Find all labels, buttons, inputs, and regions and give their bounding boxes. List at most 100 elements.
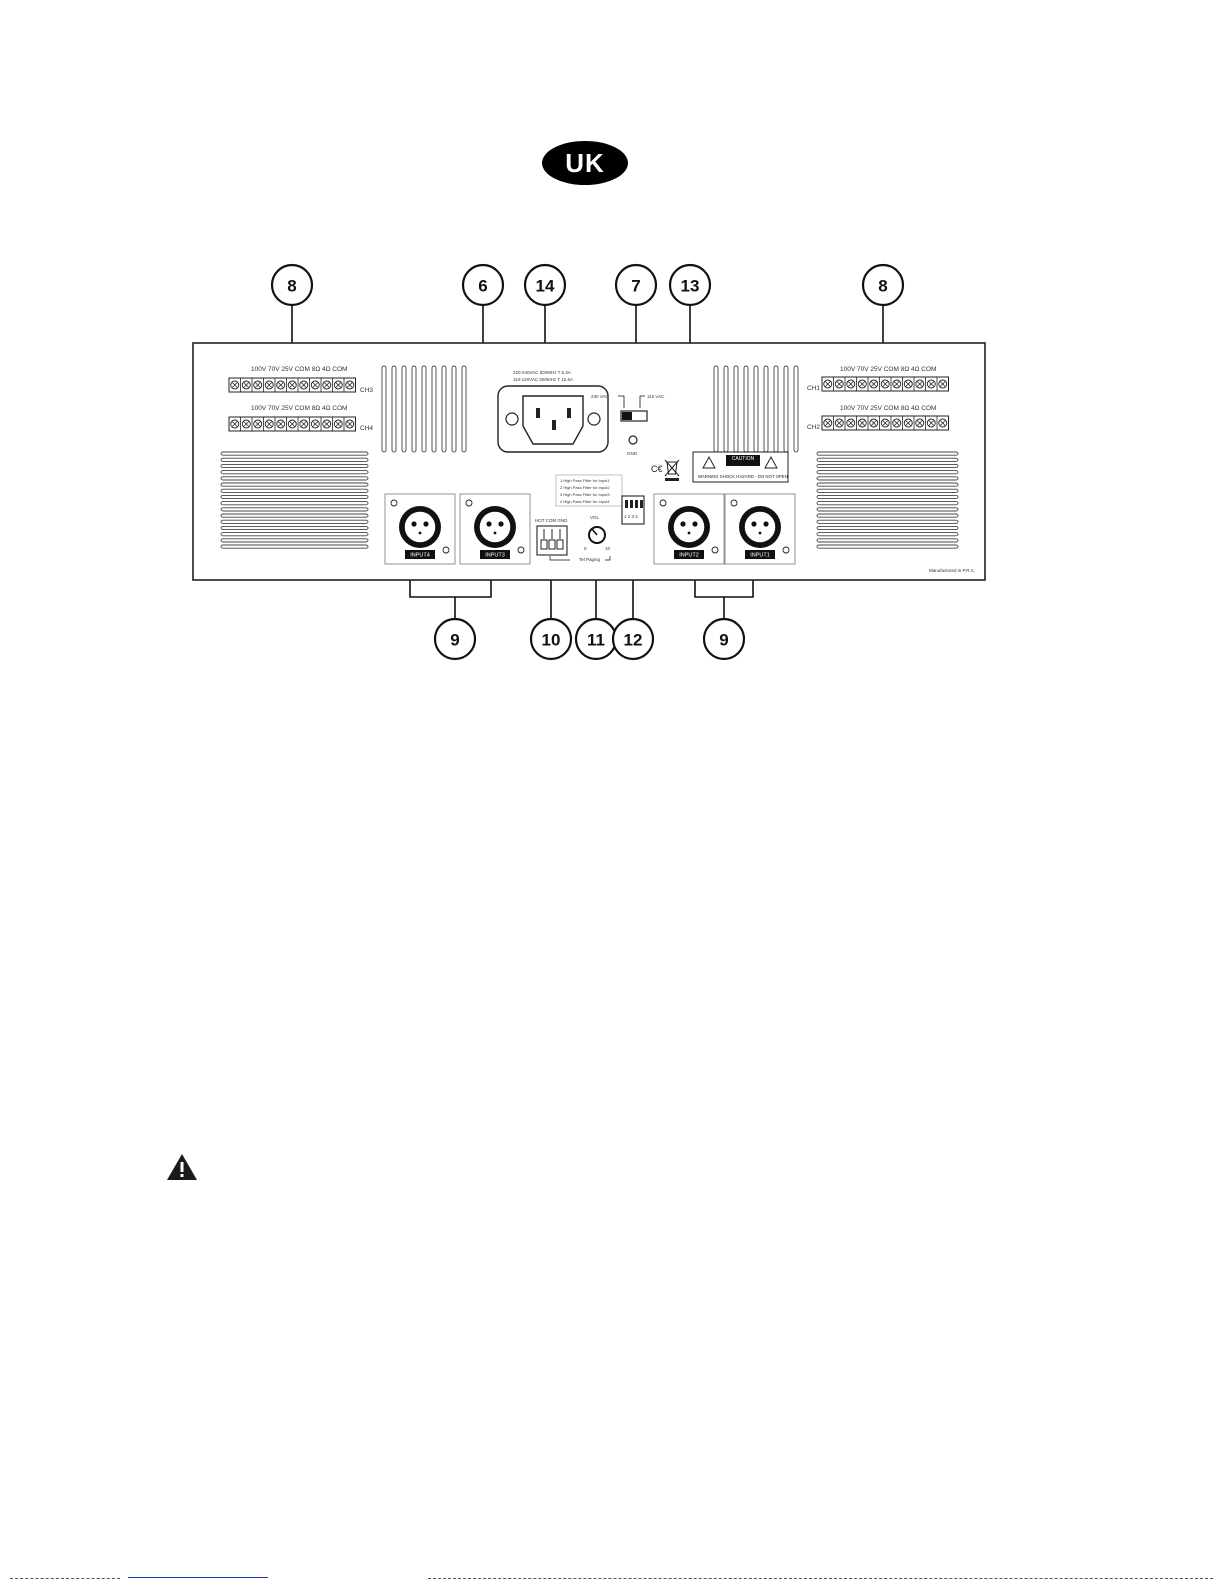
- callout-6: 6: [461, 263, 505, 307]
- caution-label: CAUTION WARNING SHOCK HAZARD - DO NOT OP…: [692, 451, 789, 483]
- vent-slot: [816, 544, 959, 549]
- callout-10: 10: [529, 617, 573, 661]
- vent-slot: [391, 365, 397, 453]
- vent-slot: [816, 457, 959, 462]
- svg-text:8: 8: [878, 277, 887, 296]
- vent-slot: [763, 365, 769, 453]
- xlr-input-3[interactable]: INPUT3: [459, 493, 531, 565]
- svg-text:6: 6: [478, 277, 487, 296]
- vent-slot: [220, 519, 369, 524]
- filter-item-2: 2 High Pass Filter for Input2: [560, 485, 610, 490]
- warning-shock-text: WARNING SHOCK HAZARD - DO NOT OPEN: [698, 474, 788, 479]
- vent-slot: [220, 501, 369, 506]
- vent-slot: [220, 470, 369, 475]
- terminal-header-ch3: 100V 70V 25V COM 8Ω 4Ω COM: [251, 366, 347, 373]
- filter-item-3: 3 High Pass Filter for Input3: [560, 492, 610, 497]
- vent-slot: [743, 365, 749, 453]
- svg-text:9: 9: [719, 631, 728, 650]
- vent-slot: [220, 507, 369, 512]
- manufactured-label: Manufactured in P.R.C.: [929, 568, 975, 573]
- speaker-terminals-left: [228, 377, 356, 432]
- vent-slot: [723, 365, 729, 453]
- ground-terminal[interactable]: [628, 435, 638, 445]
- callout-8: 8: [270, 263, 314, 307]
- vent-slots-right: [816, 451, 959, 549]
- vent-slot: [220, 463, 369, 469]
- vent-slot: [783, 365, 789, 453]
- vent-slot: [816, 507, 959, 512]
- vent-slot: [220, 544, 369, 549]
- vent-slot: [220, 482, 369, 487]
- vent-slot: [816, 519, 959, 524]
- svg-text:8: 8: [287, 277, 296, 296]
- high-pass-filter-legend: 1 High Pass Filter for Input1 2 High Pas…: [555, 474, 623, 507]
- vent-slot: [816, 470, 959, 475]
- svg-text:10: 10: [542, 631, 561, 650]
- dip-switch[interactable]: 1 2 3 4: [621, 495, 645, 525]
- terminal-header-ch1: 100V 70V 25V COM 8Ω 4Ω COM: [840, 366, 936, 373]
- vent-slot: [461, 365, 467, 453]
- uk-language-badge: UK: [542, 141, 628, 185]
- callout-13: 13: [668, 263, 712, 307]
- vent-slot: [753, 365, 759, 453]
- weee-bin-icon: [664, 459, 680, 481]
- vent-slot: [220, 488, 369, 493]
- callout-14: 14: [523, 263, 567, 307]
- ground-label: GND: [627, 451, 638, 456]
- svg-text:12: 12: [624, 631, 643, 650]
- vent-slot: [816, 525, 959, 531]
- xlr-input-1[interactable]: INPUT1: [724, 493, 796, 565]
- vent-slot: [431, 365, 437, 453]
- vent-slot: [441, 365, 447, 453]
- power-spec-line-1: 220-240VAC 50/60Hz T 6.3A: [513, 370, 571, 375]
- paging-terminal-label: HOT COM GND: [535, 518, 568, 523]
- vent-slot: [816, 476, 959, 481]
- voltage-selector-switch[interactable]: [620, 410, 648, 422]
- svg-text:11: 11: [587, 631, 605, 650]
- vent-slots-top-left: [381, 365, 467, 453]
- paging-terminal-block[interactable]: [536, 525, 568, 556]
- power-spec-line-2: 110-120VAC 50/60Hz T 12.6A: [513, 377, 573, 382]
- iec-power-socket: [497, 385, 609, 453]
- vent-slot: [421, 365, 427, 453]
- input-label: INPUT1: [750, 553, 770, 559]
- channel-label-ch2: CH2: [807, 424, 820, 431]
- vent-slot: [220, 457, 369, 462]
- terminal-header-ch2: 100V 70V 25V COM 8Ω 4Ω COM: [840, 405, 936, 412]
- vent-slot: [220, 525, 369, 531]
- xlr-input-4[interactable]: INPUT4: [384, 493, 456, 565]
- input-label: INPUT4: [410, 553, 430, 559]
- input-label: INPUT2: [679, 553, 699, 559]
- terminal-header-ch4: 100V 70V 25V COM 8Ω 4Ω COM: [251, 405, 347, 412]
- footer-link-underline: [128, 1577, 268, 1578]
- volume-max: 10: [605, 546, 611, 551]
- vent-slot: [411, 365, 417, 453]
- channel-label-ch4: CH4: [360, 425, 373, 432]
- vent-slot: [401, 365, 407, 453]
- vent-slot: [220, 451, 369, 456]
- svg-text:14: 14: [536, 277, 555, 296]
- vent-slot: [816, 494, 959, 500]
- vent-slot: [381, 365, 387, 453]
- vent-slot: [773, 365, 779, 453]
- callout-9: 9: [433, 617, 477, 661]
- vent-slot: [816, 451, 959, 456]
- vent-slot: [816, 463, 959, 469]
- svg-text:13: 13: [681, 277, 700, 296]
- filter-item-4: 4 High Pass Filter for Input4: [560, 499, 610, 504]
- dip-switch-numbers: 1 2 3 4: [624, 514, 638, 519]
- callout-9: 9: [702, 617, 746, 661]
- vent-slots-left: [220, 451, 369, 549]
- caution-text: CAUTION: [732, 456, 755, 462]
- voltage-label-230: 230 VAC: [591, 394, 609, 399]
- filter-item-1: 1 High Pass Filter for Input1: [560, 478, 610, 483]
- speaker-terminals-right: [821, 376, 949, 431]
- vent-slot: [816, 538, 959, 543]
- channel-label-ch3: CH3: [360, 387, 373, 394]
- volume-knob[interactable]: [588, 526, 606, 544]
- xlr-input-2[interactable]: INPUT2: [653, 493, 725, 565]
- footer-rule-right: [428, 1578, 1213, 1579]
